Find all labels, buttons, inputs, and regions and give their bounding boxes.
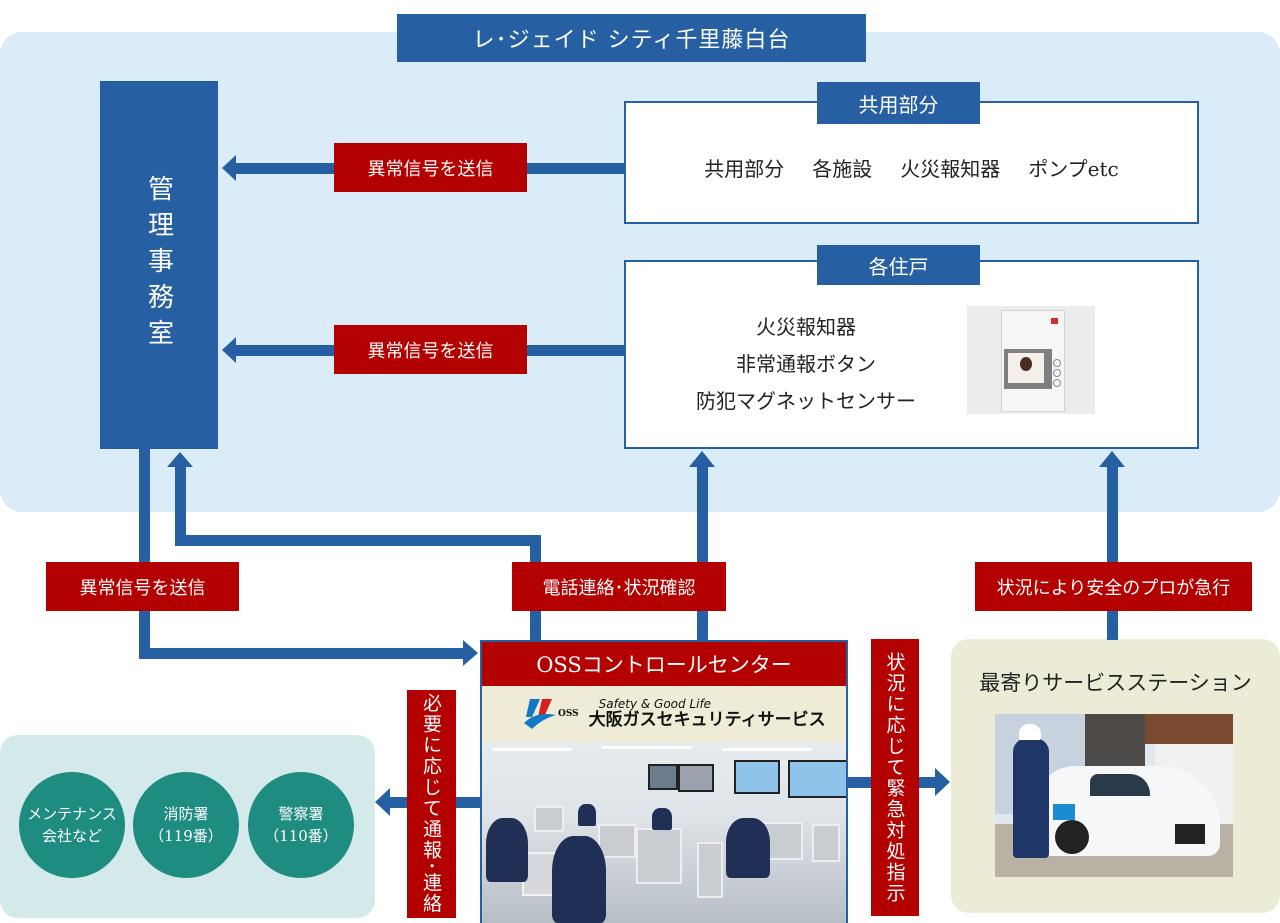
arrowhead-units-2: [1099, 451, 1125, 467]
units-header: 各住戸: [817, 245, 980, 285]
arrowhead-units-1: [689, 451, 715, 467]
unit-item: 火災報知器: [756, 314, 856, 339]
label-emergency-instruction: 状況に応じて緊急対処指示: [871, 639, 919, 916]
arrowhead-office-2: [222, 337, 236, 363]
arrowhead-emergency: [375, 788, 390, 816]
label-send-signal-common: 異常信号を送信: [334, 143, 527, 192]
arrowhead-office-1: [222, 155, 236, 181]
contact-line2: （119番）: [149, 827, 223, 845]
oss-logo-small: OSS: [558, 708, 579, 719]
management-office: 管理事務室: [100, 81, 218, 449]
label-phone-contact: 電話連絡･状況確認: [512, 562, 726, 611]
common-area-item: 各施設: [812, 157, 873, 181]
contact-line2: 会社など: [41, 827, 102, 845]
contact-line1: 警察署: [278, 804, 324, 823]
common-area-header: 共用部分: [817, 82, 980, 124]
label-send-signal-office: 異常信号を送信: [46, 562, 239, 611]
property-title: レ･ジェイド シティ千里藤白台: [397, 14, 866, 62]
arrow-office-down: [139, 449, 150, 659]
arrow-office-to-oss: [139, 648, 464, 659]
oss-control-center: OSSコントロールセンター OSS Safety & Good Life 大阪ガ…: [480, 640, 848, 923]
oss-tagline: Safety & Good Life: [598, 696, 712, 711]
common-area-item: 共用部分: [704, 157, 785, 181]
arrow-station-to-units: [1107, 465, 1118, 640]
arrow-phone-up: [175, 465, 186, 545]
arrowhead-oss: [463, 640, 478, 666]
contact-line2: （110番）: [264, 827, 338, 845]
oss-company-name: 大阪ガスセキュリティサービス: [588, 709, 826, 730]
contact-police: 警察署 （110番）: [248, 772, 354, 878]
unit-item: 防犯マグネットセンサー: [696, 388, 916, 413]
common-area-item: 火災報知器: [900, 157, 1001, 181]
service-station-title: 最寄りサービスステーション: [979, 671, 1252, 695]
label-send-signal-units: 異常信号を送信: [334, 325, 527, 374]
management-office-label: 管理事務室: [143, 175, 174, 355]
label-notify: 必要に応じて通報･連絡: [407, 690, 456, 918]
arrow-phone-horizontal: [175, 535, 541, 546]
arrowhead-station: [935, 768, 950, 796]
control-room-photo: [482, 742, 846, 923]
oss-control-center-header: OSSコントロールセンター: [482, 642, 846, 686]
contact-maintenance: メンテナンス 会社など: [19, 772, 125, 878]
intercom-monitor-image: [967, 306, 1095, 414]
common-area-item: ポンプetc: [1028, 157, 1119, 181]
arrow-oss-to-units: [697, 465, 708, 642]
units-box: 火災報知器 非常通報ボタン 防犯マグネットセンサー: [624, 260, 1199, 449]
contact-fire-department: 消防署 （119番）: [133, 772, 239, 878]
oss-logo-icon: [522, 697, 558, 731]
label-emergency-instruction-text: 状況に応じて緊急対処指示: [883, 651, 906, 904]
label-dispatch: 状況により安全のプロが急行: [975, 562, 1252, 611]
common-area-items: 共用部分 各施設 火災報知器 ポンプetc: [626, 103, 1197, 222]
label-notify-text: 必要に応じて通報･連絡: [420, 693, 442, 915]
service-station-zone: 最寄りサービスステーション: [951, 639, 1280, 913]
unit-item: 非常通報ボタン: [736, 351, 876, 376]
unit-items: 火災報知器 非常通報ボタン 防犯マグネットセンサー: [686, 302, 926, 422]
arrowhead-office-3: [167, 452, 193, 467]
contact-line1: メンテナンス: [27, 804, 117, 823]
security-guard-car-photo: [995, 714, 1233, 877]
oss-logo: OSS Safety & Good Life 大阪ガスセキュリティサービス: [482, 686, 846, 741]
contact-line1: 消防署: [163, 804, 209, 823]
